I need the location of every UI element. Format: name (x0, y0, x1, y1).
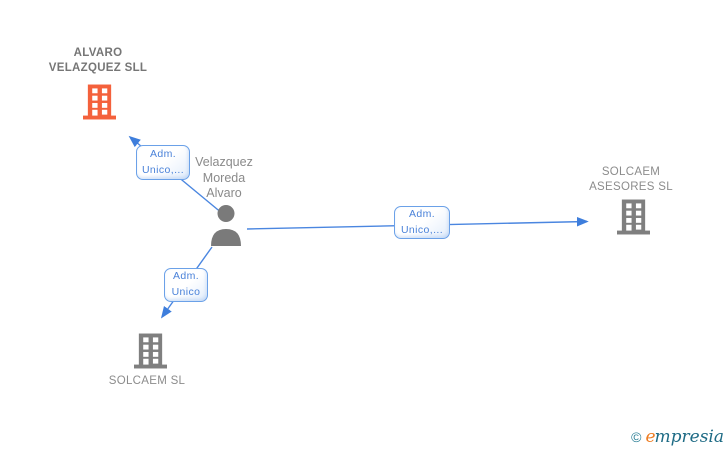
building-icon[interactable] (134, 333, 167, 369)
building-icon[interactable] (83, 84, 116, 120)
copyright-icon: © (631, 429, 642, 445)
edge-label-adm-unico-solcaem: Adm. Unico (164, 268, 208, 302)
company-label-solcaem-asesores-sl[interactable]: SOLCAEM ASESORES SL (589, 166, 673, 193)
empresia-logo[interactable]: © empresia (631, 427, 724, 447)
company-label-alvaro-velazquez-sll[interactable]: ALVARO VELAZQUEZ SLL (48, 47, 148, 74)
person-label-velazquez-moreda-alvaro[interactable]: Velazquez Moreda Alvaro (195, 155, 253, 200)
edge-label-adm-unico-solcaem-asesores: Adm. Unico,... (394, 206, 450, 239)
brand-wordmark: empresia (645, 427, 724, 447)
edge-label-adm-unico-alvaro: Adm. Unico,... (136, 145, 190, 180)
building-icon[interactable] (617, 199, 650, 235)
person-icon[interactable] (207, 204, 245, 246)
company-label-solcaem-sl[interactable]: SOLCAEM SL (108, 375, 186, 387)
